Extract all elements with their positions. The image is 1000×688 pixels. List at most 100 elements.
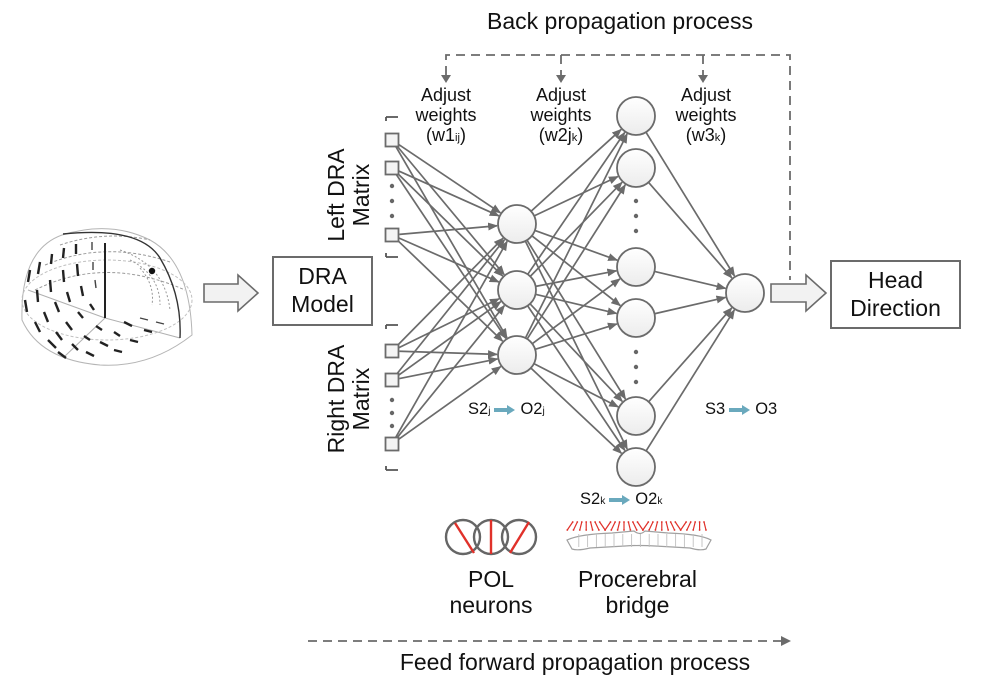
bridge-activity-dot <box>618 521 621 523</box>
bridge-activity-dot <box>591 529 594 531</box>
bridge-activity-arrow <box>604 521 612 531</box>
edge-h1-2-h2-4 <box>533 362 620 408</box>
edge-h2-3-out <box>654 295 727 315</box>
bridge-activity-dot <box>566 529 569 531</box>
bridge-activity-arrow <box>680 521 687 531</box>
output-node <box>725 273 765 313</box>
bridge-activity-arrow <box>642 521 649 531</box>
edge-h1-2-h2-2 <box>531 278 621 345</box>
w2-sub: k <box>571 131 578 144</box>
edge-h1-2-h2-5 <box>530 367 623 454</box>
bridge-activity-dot <box>623 521 625 523</box>
bridge-activity-dot <box>576 521 579 523</box>
edge-h2-2-out <box>654 270 727 291</box>
w1-sub: ij <box>455 131 460 144</box>
edge-h2-1-out <box>647 181 733 279</box>
right-dra-matrix-label: Right DRA Matrix <box>323 323 380 475</box>
bridge-activity-dot <box>610 529 613 531</box>
bridge-activity-dot <box>629 529 632 531</box>
matrix-bracket-bottom <box>385 253 398 258</box>
ellipsis-dot <box>633 228 639 234</box>
ellipsis-dot <box>633 349 639 355</box>
bridge-activity-dot <box>689 521 692 523</box>
procerebral-bridge-icon <box>566 521 712 551</box>
edge-input-1-h1-1 <box>396 172 504 277</box>
o2k: O2k <box>635 490 662 509</box>
input-node <box>384 343 400 359</box>
hidden2-node <box>616 247 656 287</box>
edge-h1-1-h2-2 <box>535 268 618 288</box>
ellipsis-dot <box>633 379 639 385</box>
s2j-sub: j <box>488 406 491 417</box>
edge-h1-2-h2-3 <box>534 322 618 351</box>
weights-w1-line2: weights <box>415 104 477 125</box>
weights-w1-symbol: (w1ij) <box>408 125 484 146</box>
bridge-activity-arrow <box>648 521 654 531</box>
o2k-main: O2 <box>635 490 658 508</box>
bridge-activity-dot <box>679 529 682 531</box>
edge-input-0-h1-0 <box>397 143 502 214</box>
bridge-activity-dot <box>669 521 672 523</box>
bridge-activity-dot <box>703 521 705 523</box>
bridge-activity-arrow <box>632 521 638 531</box>
edge-input-2-h1-1 <box>398 237 500 283</box>
bridge-line2: bridge <box>605 592 670 619</box>
weights-w3-line1: Adjust <box>680 85 732 105</box>
o2j-main: O2 <box>520 400 543 418</box>
bridge-activity-dot <box>673 529 676 531</box>
bridge-activity-arrow <box>579 521 583 531</box>
dra-model-line1: DRA <box>298 263 347 290</box>
hidden2-node <box>616 148 656 188</box>
bridge-activity-arrow <box>594 521 600 531</box>
bridge-activity-dot <box>654 529 657 531</box>
bridge-activity-dot <box>623 529 625 531</box>
weights-w2-line1: Adjust <box>535 85 587 105</box>
w2-suffix: ) <box>577 124 584 145</box>
bridge-activity-arrow <box>610 521 616 531</box>
matrix-bracket-top <box>385 116 398 121</box>
edge-input-5-h1-1 <box>396 304 506 439</box>
weights-w2-symbol: (w2jk) <box>521 124 601 146</box>
hidden1-node <box>497 270 537 310</box>
bridge-activity-dot <box>694 521 697 523</box>
edge-h1-0-h2-1 <box>533 175 619 217</box>
edge-input-2-h1-2 <box>396 239 504 342</box>
bridge-activity-arrow <box>627 521 631 531</box>
nodes <box>384 96 765 487</box>
edge-input-4-h1-0 <box>396 238 506 375</box>
edge-h1-1-h2-5 <box>526 305 626 452</box>
edge-h1-0-h2-2 <box>534 229 619 262</box>
back-propagation-arrowheads <box>441 75 708 83</box>
bridge-activity-dot <box>609 521 612 523</box>
bridge-activity-arrow <box>703 521 707 531</box>
edge-input-3-h1-0 <box>396 237 504 347</box>
bridge-activity-dot <box>641 529 644 531</box>
edge-h2-0-out <box>645 131 736 277</box>
bridge-activity-dot <box>674 521 677 523</box>
s3: S3 <box>705 400 726 418</box>
edge-input-3-h1-2 <box>399 350 499 359</box>
bridge-activity-dot <box>571 521 574 523</box>
bridge-activity-dot <box>635 529 638 531</box>
edge-h1-2-h2-0 <box>524 133 628 339</box>
o2j: O2j <box>520 400 544 419</box>
o3: O3 <box>755 400 778 418</box>
hidden2-node <box>616 447 656 487</box>
bridge-activity-dot <box>652 521 654 523</box>
back-propagation-path <box>445 54 791 280</box>
procerebral-bridge-label: Procerebral bridge <box>560 566 715 619</box>
edge-input-2-h1-0 <box>399 222 499 236</box>
edge-input-5-h1-2 <box>397 365 502 441</box>
right-dra-line1: Right DRA <box>323 344 349 454</box>
edge-h1-2-h2-1 <box>526 184 626 340</box>
bridge-activity-arrow <box>636 521 644 531</box>
weights-w2-line2: weights <box>530 104 592 125</box>
w3-sub: k <box>714 131 721 144</box>
bridge-activity-arrow <box>566 521 574 531</box>
bridge-activity-arrow <box>590 521 594 531</box>
transform-s2k-o2k: S2k O2k <box>580 490 662 509</box>
dra-model-box: DRA Model <box>272 256 373 326</box>
bridge-activity-dot <box>685 521 688 523</box>
bridge-activity-dot <box>660 521 663 523</box>
o2k-sub: k <box>657 496 663 507</box>
